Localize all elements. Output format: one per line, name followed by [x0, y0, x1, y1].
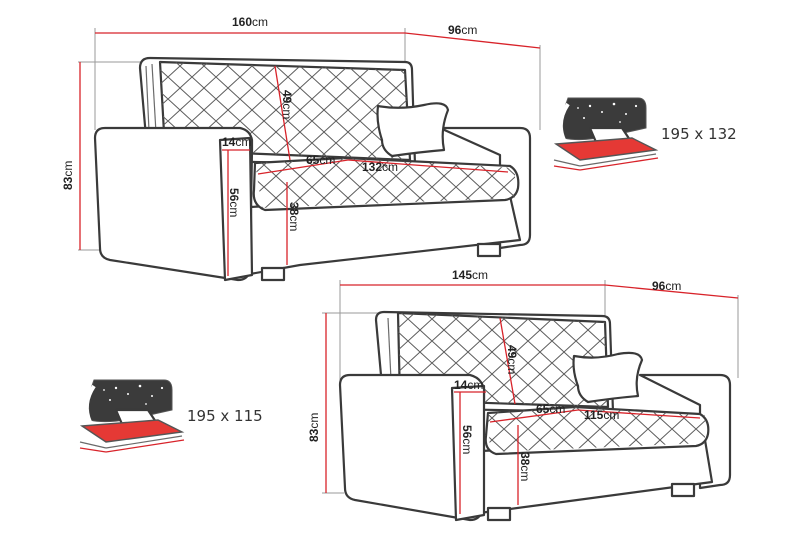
red-dimension-lines: [325, 284, 739, 514]
sofa-bed-icon: [553, 97, 659, 171]
sofa-foot: [260, 266, 286, 282]
arm-width-label: 14cm: [454, 378, 483, 392]
width-label: 145cm: [452, 268, 488, 282]
arm-width-label: 14cm: [222, 135, 251, 149]
sofa-foot: [476, 242, 502, 258]
bed-size-label: 195 x 115: [187, 407, 263, 425]
seat-depth-label: 65cm: [306, 153, 335, 167]
throw-pillow: [376, 102, 450, 158]
sofa-large: 160cm 96cm 83cm 49cm 14cm 65cm 132cm 56c…: [61, 15, 541, 282]
arm-height-label: 56cm: [227, 188, 241, 217]
sofa-foot: [670, 482, 696, 498]
seat-depth-label: 65cm: [536, 402, 565, 416]
bed-size-label: 195 x 132: [661, 125, 737, 143]
sofa-bed-icon: [79, 379, 185, 453]
back-height-label: 49cm: [505, 345, 519, 374]
seat-height-label: 38cm: [518, 452, 532, 481]
red-dimension-lines: [79, 32, 541, 276]
back-height-label: 49cm: [280, 90, 294, 119]
throw-pillow: [572, 351, 644, 404]
arm-height-label: 56cm: [460, 425, 474, 454]
seat-height-label: 38cm: [287, 202, 301, 231]
width-label: 160cm: [232, 15, 268, 29]
height-label: 83cm: [61, 161, 75, 190]
depth-label: 96cm: [652, 279, 681, 293]
seat-width-label: 115cm: [584, 408, 619, 422]
height-label: 83cm: [307, 413, 321, 442]
seat-width-label: 132cm: [362, 160, 398, 174]
depth-label: 96cm: [448, 23, 477, 37]
sofa-small: 145cm 96cm 83cm 49cm 14cm 65cm 115cm 56c…: [307, 268, 739, 522]
sofa-foot: [486, 506, 512, 522]
